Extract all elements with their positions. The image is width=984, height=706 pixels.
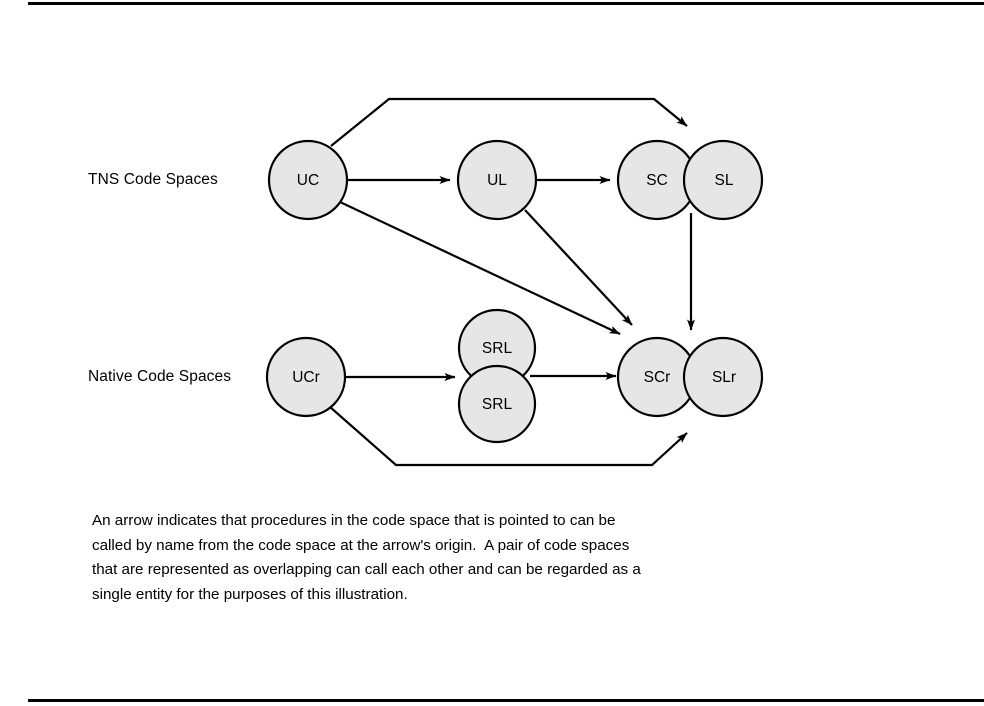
caption-line-4: single entity for the purposes of this i… [92, 585, 408, 603]
edge-uc-to-scsl [330, 97, 688, 147]
node-ul[interactable] [456, 139, 538, 221]
node-srl-bottom[interactable] [457, 364, 537, 444]
page-rule-top [28, 2, 984, 5]
node-slr[interactable] [682, 336, 764, 418]
edge-ucr-to-scr [329, 406, 688, 467]
edge-uc-to-scr [339, 201, 621, 335]
row-label-native-code-spaces: Native Code Spaces [88, 368, 232, 385]
figure-caption: An arrow indicates that procedures in th… [92, 509, 772, 607]
node-ucr[interactable] [265, 336, 347, 418]
caption-line-2: called by name from the code space at th… [92, 536, 630, 554]
page-rule-bottom [28, 699, 984, 702]
node-sl[interactable] [682, 139, 764, 221]
row-label-tns-code-spaces: TNS Code Spaces [88, 171, 218, 188]
edge-ul-to-scr [524, 209, 633, 326]
node-uc[interactable] [267, 139, 349, 221]
caption-line-1: An arrow indicates that procedures in th… [92, 512, 616, 529]
caption-line-3: that are represented as overlapping can … [92, 561, 641, 578]
